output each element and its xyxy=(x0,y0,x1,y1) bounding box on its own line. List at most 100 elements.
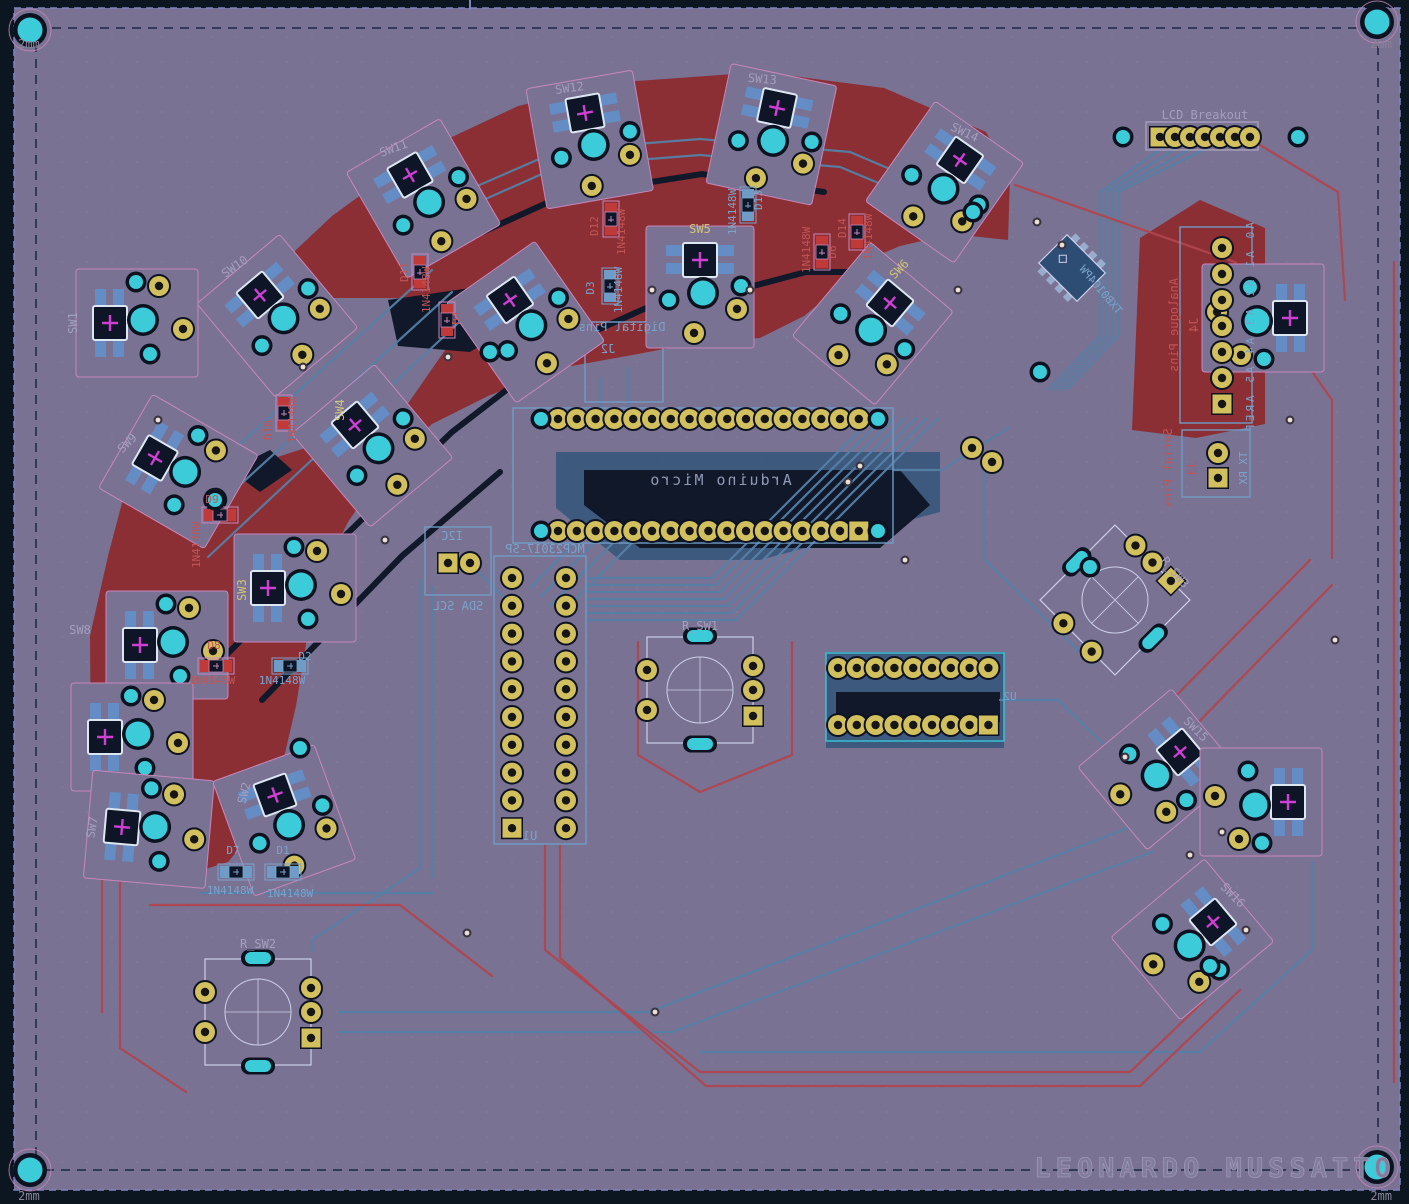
via[interactable] xyxy=(300,364,306,370)
switch-pad[interactable] xyxy=(516,268,536,287)
via-teal[interactable] xyxy=(412,185,446,219)
switch-pad[interactable] xyxy=(1213,937,1233,958)
diode-D8[interactable] xyxy=(197,657,235,675)
switch-pad[interactable] xyxy=(1294,284,1305,300)
via-teal[interactable] xyxy=(165,495,184,514)
via-teal[interactable] xyxy=(853,313,888,348)
switch-pad[interactable] xyxy=(113,289,124,305)
trace-back[interactable] xyxy=(528,538,580,590)
switch-pad[interactable] xyxy=(126,793,139,811)
via[interactable] xyxy=(1187,852,1193,858)
switch-pad[interactable] xyxy=(286,769,306,786)
via-teal[interactable] xyxy=(534,412,548,426)
trace-back[interactable] xyxy=(586,416,885,587)
switch-pad[interactable] xyxy=(125,663,136,679)
trace-back[interactable] xyxy=(336,826,1130,1014)
trace-back[interactable] xyxy=(586,416,907,601)
trace-back[interactable] xyxy=(586,416,896,594)
switch-pad[interactable] xyxy=(382,186,402,205)
diode-pad[interactable] xyxy=(816,259,828,268)
switch-pad[interactable] xyxy=(370,405,391,425)
rotary-encoder-R_SW3[interactable] xyxy=(1025,510,1205,690)
switch-pad[interactable] xyxy=(744,86,763,101)
via-teal[interactable] xyxy=(534,524,548,538)
diode-pad[interactable] xyxy=(851,239,863,248)
via[interactable] xyxy=(445,354,451,360)
switch-pad[interactable] xyxy=(552,119,570,133)
keyswitch-SW2[interactable] xyxy=(212,744,356,897)
keyswitch-SW15[interactable] xyxy=(1078,689,1241,850)
switch-pad[interactable] xyxy=(854,283,875,303)
via-teal[interactable] xyxy=(287,540,301,554)
switch-pad[interactable] xyxy=(1194,886,1213,906)
trace-back[interactable] xyxy=(698,860,1314,1054)
via-teal[interactable] xyxy=(926,171,961,206)
switch-pad[interactable] xyxy=(95,289,106,305)
switch-pad[interactable] xyxy=(166,430,185,450)
via[interactable] xyxy=(1332,637,1338,643)
via-teal[interactable] xyxy=(690,280,716,306)
switch-pad[interactable] xyxy=(108,791,121,809)
trace-back[interactable] xyxy=(998,698,1124,764)
via-teal[interactable] xyxy=(144,781,159,796)
switch-pad[interactable] xyxy=(1147,727,1167,748)
keyswitch-SW12[interactable] xyxy=(525,70,654,210)
switch-pad[interactable] xyxy=(1274,820,1285,836)
via[interactable] xyxy=(845,479,851,485)
diode-pad[interactable] xyxy=(605,226,617,235)
diode-D2[interactable] xyxy=(271,657,309,675)
via-teal[interactable] xyxy=(831,304,851,324)
trace-front[interactable] xyxy=(148,903,494,978)
via-teal[interactable] xyxy=(730,132,747,149)
keyswitch-SW-arc[interactable] xyxy=(446,241,605,403)
via-teal[interactable] xyxy=(1257,352,1271,366)
trace-back[interactable] xyxy=(336,850,1154,1034)
encoder-tab-pad[interactable] xyxy=(1063,548,1090,575)
via-teal[interactable] xyxy=(579,130,608,159)
components[interactable] xyxy=(70,63,1325,1075)
encoder-tab-pad[interactable] xyxy=(687,738,713,750)
switch-pad[interactable] xyxy=(373,171,393,189)
via-teal[interactable] xyxy=(1177,790,1197,810)
switch-pad[interactable] xyxy=(104,843,117,861)
via[interactable] xyxy=(652,1009,658,1015)
via-teal[interactable] xyxy=(298,279,318,299)
diode-pad[interactable] xyxy=(742,212,754,221)
diode-pad[interactable] xyxy=(441,304,453,313)
switch-pad[interactable] xyxy=(666,263,682,274)
switch-pad[interactable] xyxy=(666,245,682,256)
trace-front[interactable] xyxy=(543,843,1207,1074)
pin-header-analog-pins[interactable] xyxy=(1210,236,1234,415)
pin-header-arduino-top[interactable] xyxy=(546,407,871,431)
via-teal[interactable] xyxy=(449,167,468,186)
trace-front[interactable] xyxy=(1253,140,1347,302)
via[interactable] xyxy=(1243,927,1249,933)
switch-pad[interactable] xyxy=(95,341,106,357)
via-teal[interactable] xyxy=(803,134,820,151)
via-teal[interactable] xyxy=(361,431,396,466)
switch-pad[interactable] xyxy=(292,786,312,802)
switch-pad[interactable] xyxy=(740,103,759,118)
via-teal[interactable] xyxy=(1241,764,1255,778)
switch-pad[interactable] xyxy=(1276,336,1287,352)
trace-front[interactable] xyxy=(558,843,1242,1088)
switch-pad[interactable] xyxy=(600,92,618,106)
via-teal[interactable] xyxy=(553,150,569,166)
encoder-tab-pad[interactable] xyxy=(687,630,713,642)
trace-back[interactable] xyxy=(413,137,960,215)
via-teal[interactable] xyxy=(871,524,885,538)
via-teal[interactable] xyxy=(549,288,568,307)
diode-pad[interactable] xyxy=(742,189,754,198)
rotary-encoder-R_SW2[interactable] xyxy=(193,949,323,1075)
switch-pad[interactable] xyxy=(359,391,379,411)
switch-pad[interactable] xyxy=(718,245,734,256)
diode-pad[interactable] xyxy=(604,293,616,302)
diode-pad[interactable] xyxy=(274,660,283,672)
via-teal[interactable] xyxy=(871,412,885,426)
trace-back[interactable] xyxy=(1064,146,1209,392)
diode-pad[interactable] xyxy=(414,256,426,265)
via-teal[interactable] xyxy=(734,279,748,293)
trace-back[interactable] xyxy=(586,416,940,622)
via[interactable] xyxy=(747,287,753,293)
switch-pad[interactable] xyxy=(1276,284,1287,300)
